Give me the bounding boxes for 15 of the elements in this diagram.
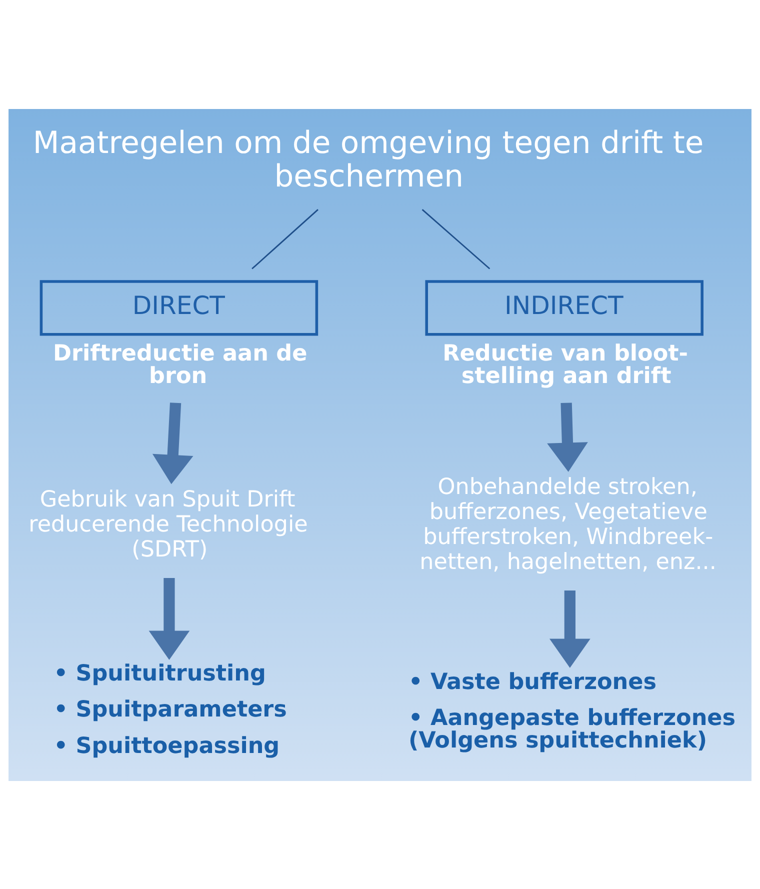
arrow [547, 402, 588, 472]
arrow [148, 577, 190, 660]
node-text: Gebruik van Spuit Drift reducerende Technologie (SDRT) [28, 486, 308, 562]
node-label: Driftreductie aan de bron [53, 340, 308, 388]
arrow [549, 590, 590, 668]
connector [252, 208, 318, 269]
node-label: Reductie van bloot-stelling aan drift [442, 340, 688, 388]
connector [422, 208, 490, 269]
arrow [152, 402, 194, 484]
node-box: INDIRECT [425, 280, 704, 336]
node-text: Maatregelen om de omgeving tegen drift te beschermen [32, 125, 704, 194]
node-box: DIRECT [40, 280, 318, 336]
node-text: • Vaste bufferzones • Aangepaste bufferzones (Volgens spuittechniek) [408, 668, 736, 753]
node-text: • Spuituitrusting • Spuitparameters • Spuittoepassing [54, 660, 287, 758]
node-text: Onbehandelde stroken, bufferzones, Vegetatieve bufferstroken, Windbreek-netten, hagelnetten, enz... [420, 474, 716, 575]
